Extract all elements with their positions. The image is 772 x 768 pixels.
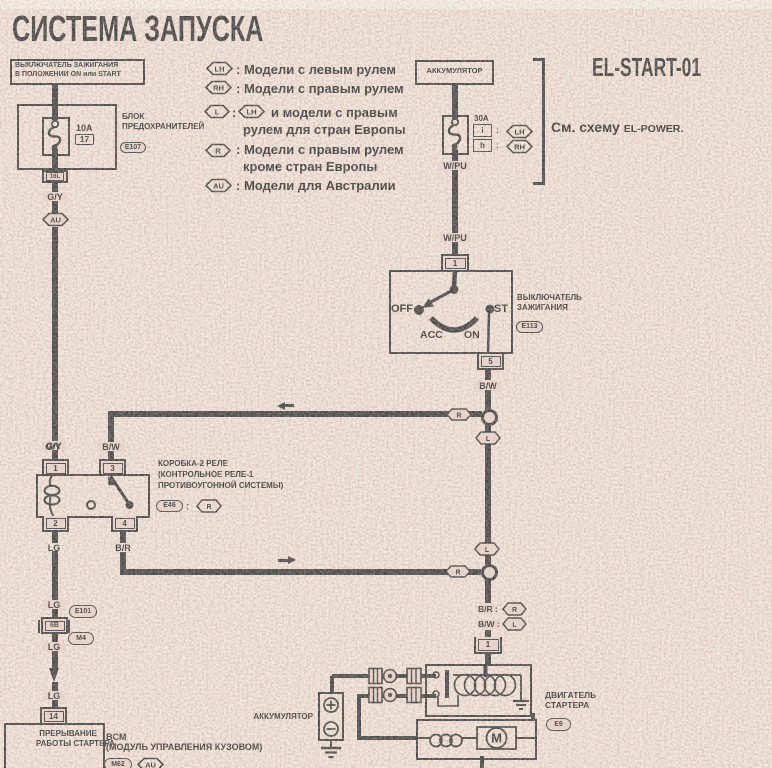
svg-text:L: L	[485, 547, 490, 554]
svg-text:LH: LH	[247, 108, 257, 117]
svg-text:L: L	[512, 622, 517, 629]
svg-text:RH: RH	[213, 84, 224, 93]
svg-text:R: R	[512, 607, 517, 614]
svg-text:AU: AU	[213, 182, 224, 191]
svg-text:RH: RH	[514, 143, 525, 152]
svg-text:LH: LH	[215, 65, 225, 74]
svg-text:R: R	[215, 147, 221, 156]
svg-text:M: M	[491, 731, 502, 746]
svg-text:AU: AU	[145, 761, 156, 768]
svg-text:L: L	[486, 436, 491, 443]
svg-text:AU: AU	[50, 216, 61, 225]
svg-text:R: R	[206, 504, 211, 511]
svg-text:LH: LH	[515, 128, 525, 137]
svg-text:R: R	[455, 570, 460, 577]
svg-text:L: L	[215, 108, 220, 117]
svg-text:R: R	[456, 413, 461, 420]
